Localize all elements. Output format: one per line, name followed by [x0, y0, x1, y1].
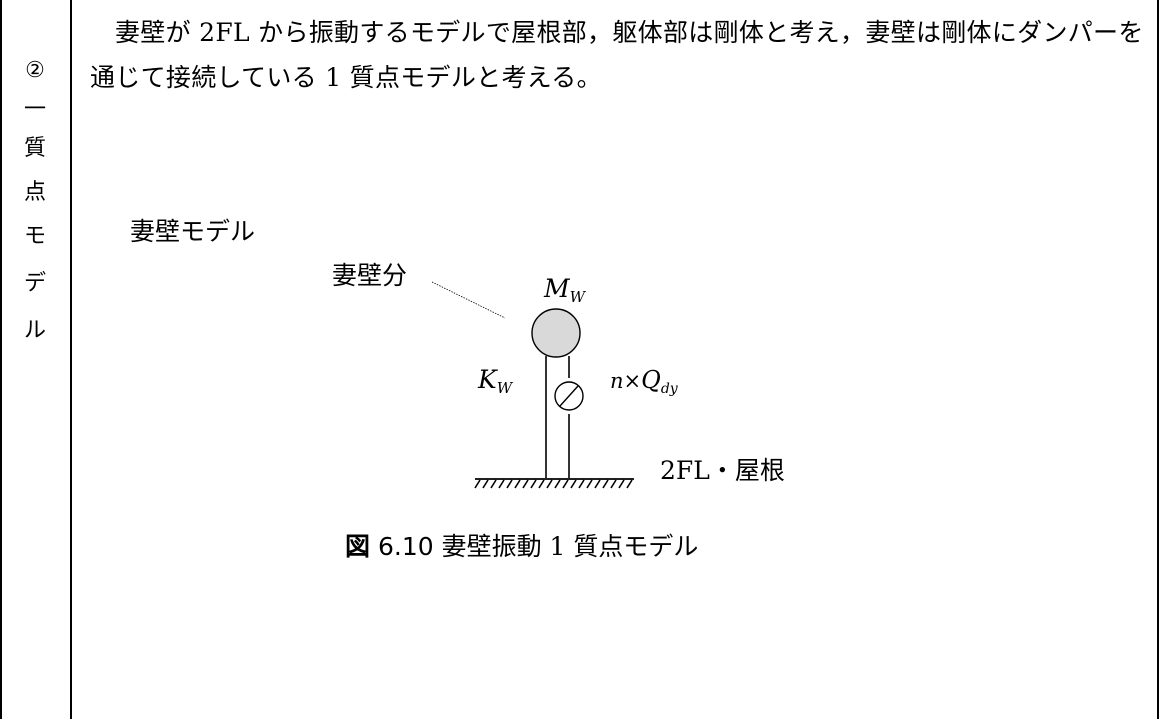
table-border-middle: [70, 0, 72, 719]
table-border-left: [0, 0, 2, 719]
table-border-right: [1157, 0, 1159, 719]
mass-label: MW: [543, 274, 587, 306]
figure-prefix: 図: [345, 532, 371, 561]
damper-label: n×Qdy: [610, 366, 679, 397]
side-header-char: 一: [23, 97, 46, 122]
figure-number: 6.10: [370, 532, 442, 561]
ground-hatch-mark: [514, 479, 521, 489]
side-header-number: ②: [25, 58, 45, 83]
description-paragraph: 妻壁が 2FL から振動するモデルで屋根部，躯体部は剛体と考え，妻壁は剛体にダン…: [90, 18, 1144, 92]
ground-hatch-mark: [498, 479, 505, 489]
ground-hatch-mark: [482, 479, 489, 489]
ground-hatch-mark: [522, 479, 529, 489]
ground-hatch-mark: [610, 479, 617, 489]
ground-hatch-mark: [530, 479, 537, 489]
spring-label: KW: [477, 365, 514, 397]
ground-hatch-mark: [602, 479, 609, 489]
ground-hatch-mark: [570, 479, 577, 489]
ground-hatch-mark: [578, 479, 585, 489]
callout-leader-line: [431, 281, 506, 319]
ground-hatch-mark: [538, 479, 545, 489]
ground-hatch-mark: [506, 479, 513, 489]
ground-hatch-mark: [562, 479, 569, 489]
ground-hatch-mark: [546, 479, 553, 489]
ground-hatch-mark: [554, 479, 561, 489]
side-header-char: 質: [23, 136, 46, 161]
side-header-char: ル: [23, 318, 46, 343]
ground-hatch-mark: [626, 479, 633, 489]
ground-hatch-mark: [490, 479, 497, 489]
ground-hatch-mark: [474, 479, 481, 489]
damper-symbol-slash: [559, 385, 579, 407]
ground-hatch-mark: [618, 479, 625, 489]
figure-caption: 図 6.10 妻壁振動 1 質点モデル: [345, 527, 698, 563]
fixed-ground-support: [474, 478, 634, 489]
side-header-char: 点: [23, 180, 46, 205]
ground-hatch-mark: [594, 479, 601, 489]
side-header-char: デ: [23, 271, 46, 296]
diagram-section-label: 妻壁モデル: [130, 217, 256, 246]
ground-label: 2FL・屋根: [660, 456, 785, 485]
ground-hatch-mark: [586, 479, 593, 489]
mass-callout-label: 妻壁分: [332, 261, 407, 290]
figure-title: 妻壁振動 1 質点モデル: [441, 532, 699, 561]
side-header-char: モ: [23, 224, 46, 249]
mass-circle: [531, 308, 581, 358]
